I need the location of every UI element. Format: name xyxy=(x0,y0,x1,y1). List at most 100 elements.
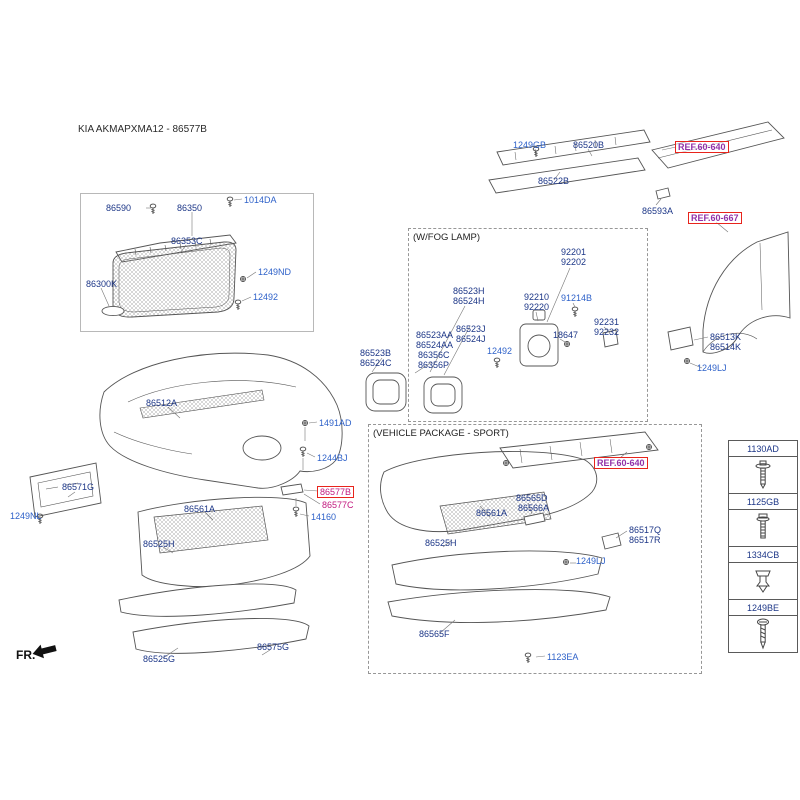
sport-bumper-drawing xyxy=(380,451,598,535)
part-label-1244BJ[interactable]: 1244BJ xyxy=(317,453,348,463)
legend-row: 1249BE xyxy=(729,600,797,652)
part-label-1249LJ[interactable]: 1249LJ xyxy=(697,363,727,373)
part-label-86356C[interactable]: 86356C xyxy=(418,350,450,360)
part-label-92231[interactable]: 92231 xyxy=(594,317,620,327)
bumper-absorber-upper-drawing xyxy=(496,129,651,166)
clip-icon xyxy=(729,563,797,599)
part-label-86356P[interactable]: 86356P xyxy=(418,360,450,370)
fog-lamp-section-title: (W/FOG LAMP) xyxy=(413,232,481,243)
part-label-86571G[interactable]: 86571G xyxy=(62,482,95,492)
leader-lines xyxy=(67,146,729,659)
part-label-92201[interactable]: 92201 xyxy=(561,247,587,257)
part-label-86514K[interactable]: 86514K xyxy=(710,342,742,352)
part-label-86524H[interactable]: 86524H xyxy=(453,296,485,306)
part-label-92202[interactable]: 92202 xyxy=(561,257,587,267)
part-label-86566A[interactable]: 86566A xyxy=(518,503,550,513)
bumper-absorber-lower-drawing xyxy=(488,157,646,194)
lower-bumper-fascia-drawing xyxy=(137,496,311,587)
fastener-legend: 1130AD 1125GB 1334CB xyxy=(728,440,798,653)
part-label-18647[interactable]: 18647 xyxy=(553,330,579,340)
part-label-86523H[interactable]: 86523H xyxy=(453,286,485,296)
part-label-86520B[interactable]: 86520B xyxy=(573,140,605,150)
part-label-86565F[interactable]: 86565F xyxy=(419,629,450,639)
part-label-86517Q[interactable]: 86517Q xyxy=(629,525,662,535)
beam-bracket-drawing xyxy=(655,187,671,200)
part-label-86561A[interactable]: 86561A xyxy=(476,508,508,518)
part-label-86525H[interactable]: 86525H xyxy=(425,538,457,548)
fr-indicator: FR. xyxy=(16,648,36,662)
part-label-1249LJ[interactable]: 1249LJ xyxy=(576,556,606,566)
part-label-86523J[interactable]: 86523J xyxy=(456,324,486,334)
part-label-1249GB[interactable]: 1249GB xyxy=(513,140,547,150)
legend-part-number[interactable]: 1249BE xyxy=(729,600,797,616)
part-label-86350[interactable]: 86350 xyxy=(177,203,203,213)
part-label-86523B[interactable]: 86523B xyxy=(360,348,392,358)
part-label-86561A[interactable]: 86561A xyxy=(184,504,216,514)
bolt-icon xyxy=(729,457,797,493)
part-label-92210[interactable]: 92210 xyxy=(524,292,550,302)
part-label-91214B[interactable]: 91214B xyxy=(561,293,593,303)
part-label-86522B[interactable]: 86522B xyxy=(538,176,570,186)
sport-side-bracket-drawing xyxy=(601,532,622,550)
part-label-86575G[interactable]: 86575G xyxy=(257,642,290,652)
part-label-86593A[interactable]: 86593A xyxy=(642,206,674,216)
part-label-1249ND[interactable]: 1249ND xyxy=(258,267,292,277)
legend-row: 1130AD xyxy=(729,441,797,494)
bolt-icon xyxy=(729,510,797,546)
part-label-86353C[interactable]: 86353C xyxy=(171,236,203,246)
part-label-86525H[interactable]: 86525H xyxy=(143,539,175,549)
front-bumper-drawing xyxy=(99,352,343,489)
part-label-92232[interactable]: 92232 xyxy=(594,327,620,337)
fog-lamp-section: (W/FOG LAMP) xyxy=(408,228,648,422)
part-label-86517R[interactable]: 86517R xyxy=(629,535,661,545)
fog-bracket-drawing xyxy=(602,329,619,348)
diagram-title: KIA AKMAPXMA12 - 86577B xyxy=(78,124,207,135)
legend-row: 1125GB xyxy=(729,494,797,547)
sport-package-section: (VEHICLE PACKAGE - SPORT) xyxy=(368,424,702,674)
fender-drawing xyxy=(702,231,791,354)
part-label-86577C[interactable]: 86577C xyxy=(322,500,354,510)
part-label-86524AA[interactable]: 86524AA xyxy=(416,340,454,350)
part-label-86525G[interactable]: 86525G xyxy=(143,654,176,664)
part-label-86577B[interactable]: 86577B xyxy=(317,486,355,498)
part-label-REF.60-667[interactable]: REF.60-667 xyxy=(688,212,742,224)
part-label-1014DA[interactable]: 1014DA xyxy=(244,195,277,205)
fr-arrow-icon xyxy=(32,644,57,659)
part-label-92220[interactable]: 92220 xyxy=(524,302,550,312)
part-label-REF.60-640[interactable]: REF.60-640 xyxy=(675,141,729,153)
lower-strip-drawing xyxy=(118,583,297,617)
part-label-86512A[interactable]: 86512A xyxy=(146,398,178,408)
part-label-1123EA[interactable]: 1123EA xyxy=(547,652,579,662)
sport-bracket-drawing xyxy=(523,512,546,526)
legend-part-number[interactable]: 1334CB xyxy=(729,547,797,563)
fog-lamp-drawing xyxy=(519,323,559,367)
fog-bezel-left-drawing xyxy=(365,372,407,412)
screw-icon xyxy=(729,616,797,652)
sport-beam-drawing xyxy=(499,431,659,469)
part-label-86524J[interactable]: 86524J xyxy=(456,334,486,344)
part-label-86565D[interactable]: 86565D xyxy=(516,493,548,503)
legend-row: 1334CB xyxy=(729,547,797,600)
part-label-86300K[interactable]: 86300K xyxy=(86,279,118,289)
skid-plate-drawing xyxy=(132,618,310,654)
sport-lip-drawing xyxy=(387,589,611,623)
part-label-1249NL[interactable]: 1249NL xyxy=(10,511,42,521)
part-label-REF.60-640[interactable]: REF.60-640 xyxy=(594,457,648,469)
part-label-86524C[interactable]: 86524C xyxy=(360,358,392,368)
part-label-86590[interactable]: 86590 xyxy=(106,203,132,213)
part-label-1491AD[interactable]: 1491AD xyxy=(319,418,352,428)
part-label-12492[interactable]: 12492 xyxy=(253,292,279,302)
fender-bracket-drawing xyxy=(667,326,694,351)
legend-part-number[interactable]: 1130AD xyxy=(729,441,797,457)
license-plate-bracket-drawing xyxy=(29,462,102,518)
bumper-side-support-drawing xyxy=(280,483,304,496)
part-label-14160[interactable]: 14160 xyxy=(311,512,337,522)
grille-subassembly-box xyxy=(80,193,314,332)
part-label-86523AA[interactable]: 86523AA xyxy=(416,330,454,340)
part-label-12492[interactable]: 12492 xyxy=(487,346,513,356)
part-label-86513K[interactable]: 86513K xyxy=(710,332,742,342)
grille-drawing xyxy=(101,241,237,318)
legend-part-number[interactable]: 1125GB xyxy=(729,494,797,510)
sport-lower-fascia-drawing xyxy=(391,550,603,591)
